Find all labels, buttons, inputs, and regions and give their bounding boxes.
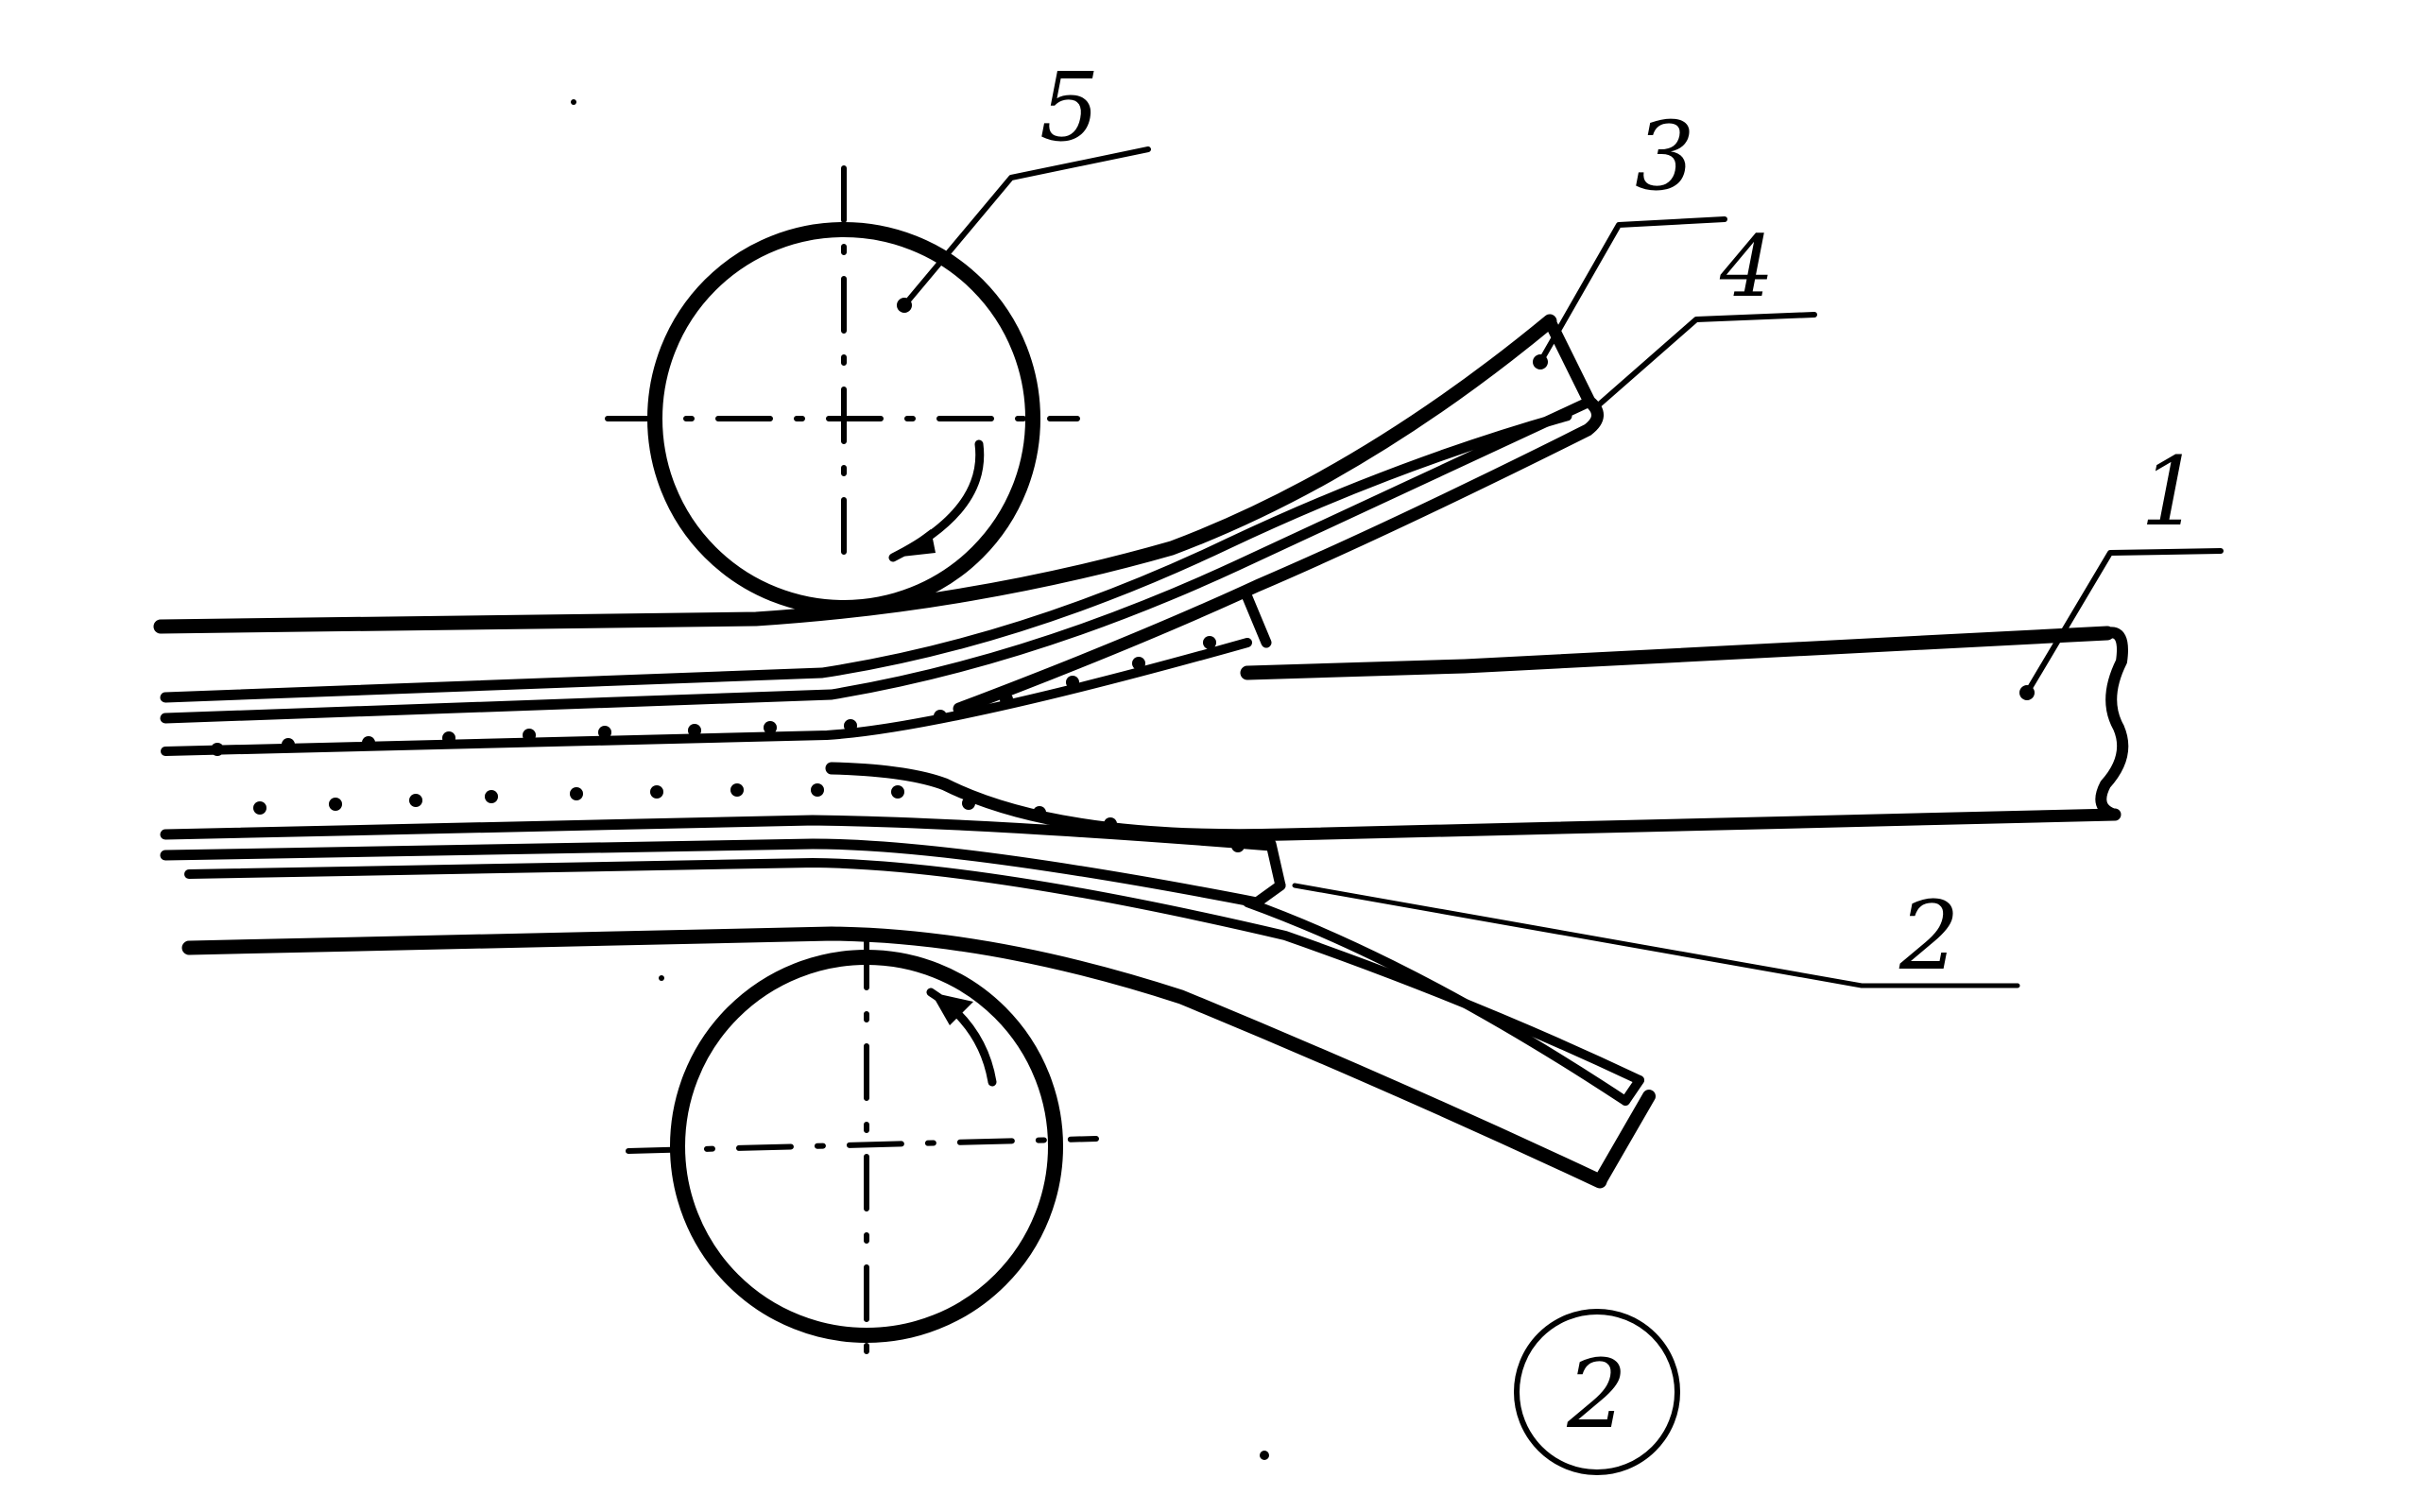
figure-number: 2 bbox=[1514, 1309, 1680, 1475]
label-4: 4 bbox=[1719, 217, 1774, 317]
strip-1-break-line bbox=[2095, 627, 2129, 820]
leader-line-5 bbox=[902, 146, 1151, 308]
upper-sheet-inner-edge bbox=[160, 410, 1572, 703]
strip-1-top-edge bbox=[1240, 626, 2115, 680]
upper-roll-arrow-head bbox=[893, 529, 936, 558]
upper-sheet-outer-edge bbox=[153, 314, 1557, 634]
lower-sheet-inner-edge bbox=[184, 858, 1644, 1085]
lower-roll-arrow-head bbox=[931, 992, 973, 1025]
lower-roll bbox=[626, 933, 1099, 1364]
speck bbox=[1260, 1451, 1269, 1460]
label-5: 5 bbox=[1039, 52, 1100, 163]
lower-liner-top-edge bbox=[160, 838, 1286, 908]
upper-liner-lower-edge bbox=[953, 395, 1604, 715]
strip-1-bottom-edge bbox=[825, 762, 2121, 842]
strip-1-joint bbox=[1242, 665, 1272, 679]
leader-line-3 bbox=[1537, 216, 1727, 365]
lower-filler-layer bbox=[160, 783, 1286, 891]
upper-roll-rotation-arrow bbox=[888, 439, 985, 562]
leader-line-1 bbox=[2024, 548, 2224, 696]
speck bbox=[571, 99, 576, 105]
upper-filler-end-cap bbox=[1242, 592, 1272, 648]
leader-lines bbox=[897, 146, 2224, 988]
lower-filler-end-cap bbox=[1265, 838, 1286, 891]
lower-sheet-outer-edge bbox=[181, 926, 1607, 1189]
lower-sheet-end-cap bbox=[1593, 1090, 1656, 1188]
upper-filler-dots bbox=[211, 636, 1216, 756]
leader-line-2 bbox=[1292, 883, 2020, 988]
leader-line-4 bbox=[1594, 312, 1817, 409]
upper-roll bbox=[605, 165, 1080, 615]
upper-sheet-3 bbox=[153, 314, 1604, 724]
leader-dot-1 bbox=[2019, 685, 2035, 700]
leader-dot-5 bbox=[897, 298, 912, 313]
lower-sheet-2 bbox=[160, 838, 1656, 1189]
lower-filler-dots bbox=[253, 783, 1245, 852]
lower-liner-bottom-edge bbox=[1243, 898, 1630, 1106]
figure-number-text: 2 bbox=[1566, 1339, 1627, 1450]
figure-number-circle bbox=[1514, 1309, 1680, 1475]
upper-filler-layer bbox=[161, 592, 1272, 756]
label-1: 1 bbox=[2140, 437, 2201, 547]
leader-dot-3 bbox=[1533, 354, 1548, 369]
label-3: 3 bbox=[1635, 101, 1695, 212]
lower-roll-horizontal-axis bbox=[626, 1136, 1099, 1154]
label-2: 2 bbox=[1898, 881, 1960, 991]
speck bbox=[659, 975, 664, 981]
upper-filler-lower-edge bbox=[161, 638, 1252, 756]
upper-liner-edge bbox=[160, 396, 1595, 724]
strip-1 bbox=[825, 626, 2129, 842]
